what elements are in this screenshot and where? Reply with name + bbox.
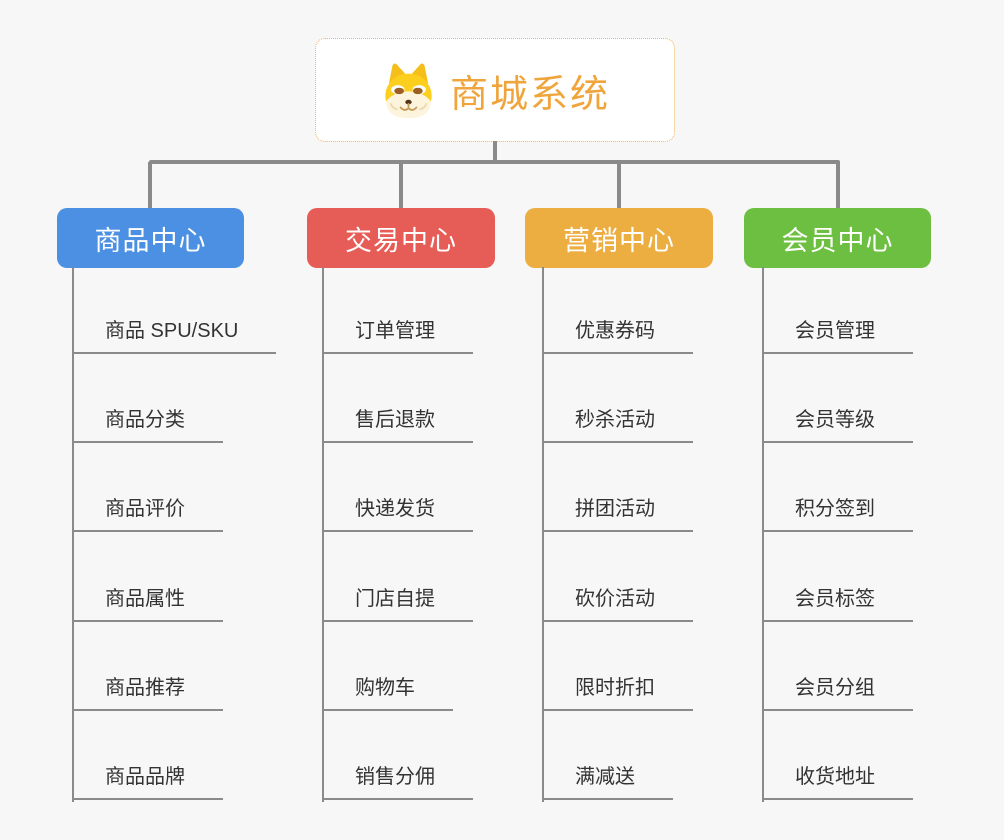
leaf-node[interactable]: 秒杀活动 <box>542 407 693 443</box>
drop-line-products <box>148 162 152 210</box>
leaf-node[interactable]: 积分签到 <box>762 496 913 532</box>
spine-members <box>762 267 764 802</box>
branch-bus-line <box>149 160 840 164</box>
drop-line-members <box>836 162 840 210</box>
leaf-node[interactable]: 砍价活动 <box>542 586 693 622</box>
doge-icon <box>385 63 432 118</box>
spine-trade <box>322 267 324 802</box>
leaf-node[interactable]: 售后退款 <box>322 407 473 443</box>
leaf-node[interactable]: 会员分组 <box>762 675 913 711</box>
leaf-node[interactable]: 商品分类 <box>72 407 223 443</box>
branch-node-products[interactable]: 商品中心 <box>57 208 244 268</box>
leaf-node[interactable]: 商品品牌 <box>72 764 223 800</box>
branch-node-trade[interactable]: 交易中心 <box>307 208 495 268</box>
leaf-node[interactable]: 购物车 <box>322 675 453 711</box>
spine-products <box>72 267 74 802</box>
branch-node-marketing[interactable]: 营销中心 <box>525 208 713 268</box>
leaf-node[interactable]: 快递发货 <box>322 496 473 532</box>
leaf-node[interactable]: 会员标签 <box>762 586 913 622</box>
leaf-node[interactable]: 会员等级 <box>762 407 913 443</box>
drop-line-trade <box>399 162 403 210</box>
root-connector-stub <box>493 141 497 162</box>
leaf-node[interactable]: 订单管理 <box>322 318 473 354</box>
leaf-node[interactable]: 销售分佣 <box>322 764 473 800</box>
leaf-node[interactable]: 商品 SPU/SKU <box>72 318 277 354</box>
leaf-node[interactable]: 会员管理 <box>762 318 913 354</box>
leaf-node[interactable]: 优惠券码 <box>542 318 693 354</box>
root-title: 商城系统 <box>449 73 610 116</box>
leaf-node[interactable]: 收货地址 <box>762 764 913 800</box>
leaf-node[interactable]: 商品推荐 <box>72 675 223 711</box>
leaf-node[interactable]: 商品评价 <box>72 496 223 532</box>
spine-marketing <box>542 267 544 802</box>
root-node[interactable]: 商城系统 <box>315 38 675 142</box>
leaf-node[interactable]: 满减送 <box>542 764 673 800</box>
leaf-node[interactable]: 商品属性 <box>72 586 223 622</box>
leaf-node[interactable]: 限时折扣 <box>542 675 693 711</box>
leaf-node[interactable]: 门店自提 <box>322 586 473 622</box>
drop-line-marketing <box>617 162 621 210</box>
branch-node-members[interactable]: 会员中心 <box>744 208 931 268</box>
leaf-node[interactable]: 拼团活动 <box>542 496 693 532</box>
